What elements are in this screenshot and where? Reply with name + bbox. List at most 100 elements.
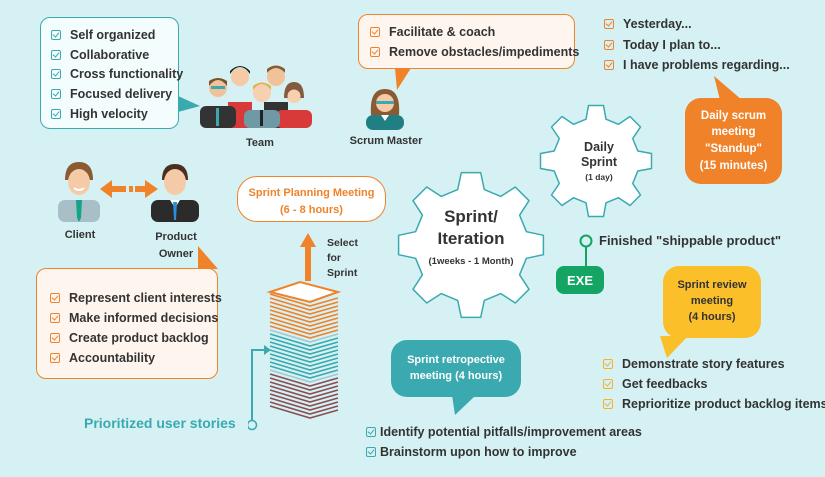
checkbox-icon <box>51 89 61 100</box>
backlog-layer <box>269 337 339 351</box>
sprint-iteration-text: Sprint/ Iteration (1weeks - 1 Month) <box>428 207 514 267</box>
backlog-layer <box>269 305 339 319</box>
sprint-retrospective-pointer <box>452 395 476 415</box>
backlog-layer <box>269 333 339 347</box>
scrum-master-item: Remove obstacles/impediments <box>370 42 579 62</box>
backlog-layer <box>269 405 339 419</box>
product-owner-pointer <box>198 246 218 269</box>
backlog-layer <box>269 357 339 371</box>
backlog-layer <box>269 377 339 391</box>
checkbox-icon <box>51 109 61 120</box>
finished-pin-icon <box>579 234 593 267</box>
backlog-layer <box>269 365 339 379</box>
backlog-layer <box>269 329 339 343</box>
backlog-layer <box>269 353 339 367</box>
backlog-layer <box>269 317 339 331</box>
daily-sprint-gear <box>539 104 653 218</box>
product-owner-item: Represent client interests <box>50 288 222 308</box>
standup-questions-list: Yesterday... Today I plan to... I have p… <box>604 14 790 76</box>
prioritized-user-stories-label: Prioritized user stories <box>84 415 236 431</box>
backlog-layer <box>269 301 339 315</box>
checkbox-icon <box>51 69 61 80</box>
product-owner-item: Make informed decisions <box>50 308 218 328</box>
checkbox-icon <box>366 447 376 457</box>
backlog-connector <box>248 345 271 431</box>
product-owner-person-icon <box>151 164 199 222</box>
client-person-icon <box>58 162 100 222</box>
gear-shape <box>397 171 545 319</box>
checkbox-icon <box>51 49 61 60</box>
backlog-layer <box>269 349 339 363</box>
checkbox-icon <box>366 427 376 437</box>
backlog-layer <box>269 361 339 375</box>
checkbox-icon <box>603 359 613 369</box>
sprint-planning-box: Sprint Planning Meeting (6 - 8 hours) <box>237 176 386 222</box>
backlog-layer <box>269 385 339 399</box>
product-owner-box: Represent client interests Make informed… <box>36 268 222 379</box>
sprint-review-pointer <box>660 336 688 358</box>
backlog-layer <box>269 341 339 355</box>
backlog-stack-icon <box>266 280 342 419</box>
scrum-master-box: Facilitate & coach Remove obstacles/impe… <box>358 14 579 69</box>
review-item: Reprioritize product backlog items <box>603 394 825 414</box>
sprint-retrospective-list: Identify potential pitfalls/improvement … <box>366 422 642 462</box>
team-item: Self organized <box>51 25 178 45</box>
standup-item: Today I plan to... <box>604 35 790 56</box>
retro-item: Brainstorm upon how to improve <box>366 442 642 462</box>
sprint-iteration-gear <box>397 171 545 319</box>
checkbox-icon <box>604 60 614 71</box>
sprint-retrospective-bubble: Sprint retropective meeting (4 hours) <box>391 340 521 397</box>
backlog-top-card <box>266 280 342 304</box>
backlog-layer <box>269 393 339 407</box>
backlog-layer <box>269 389 339 403</box>
gear-shape <box>539 104 653 218</box>
backlog-layer <box>269 369 339 383</box>
product-owner-item: Accountability <box>50 348 217 368</box>
backlog-layer <box>269 397 339 411</box>
backlog-layer <box>269 321 339 335</box>
team-label: Team <box>246 137 274 149</box>
exe-badge: EXE <box>556 266 604 294</box>
retro-item: Identify potential pitfalls/improvement … <box>366 422 642 442</box>
checkbox-icon <box>603 399 613 409</box>
client-label: Client <box>64 229 96 241</box>
team-item: High velocity <box>51 104 178 124</box>
review-item: Demonstrate story features <box>603 354 825 374</box>
scrum-master-item: Facilitate & coach <box>370 22 574 42</box>
backlog-layer <box>269 381 339 395</box>
checkbox-icon <box>604 39 614 50</box>
scrum-master-label: Scrum Master <box>349 135 423 147</box>
team-item: Focused delivery <box>51 84 178 104</box>
checkbox-icon <box>603 379 613 389</box>
checkbox-icon <box>51 29 61 40</box>
backlog-layer <box>269 325 339 339</box>
backlog-layer <box>269 297 339 311</box>
backlog-layer <box>269 345 339 359</box>
backlog-layer <box>269 313 339 327</box>
team-responsibilities-box: Self organized Collaborative Cross funct… <box>40 17 183 129</box>
team-box-pointer <box>178 96 200 112</box>
checkbox-icon <box>50 313 60 323</box>
finished-product-label: Finished "shippable product" <box>599 233 782 248</box>
up-arrow-icon <box>300 233 316 281</box>
checkbox-icon <box>370 47 380 57</box>
checkbox-icon <box>50 333 60 343</box>
standup-item: I have problems regarding... <box>604 55 790 76</box>
team-people-icon <box>200 65 312 128</box>
standup-bubble-pointer <box>714 76 742 100</box>
checkbox-icon <box>604 19 614 30</box>
backlog-layer <box>269 293 339 307</box>
backlog-layer <box>269 373 339 387</box>
sprint-review-bubble: Sprint review meeting (4 hours) <box>663 266 761 338</box>
scrum-master-pointer <box>395 68 411 90</box>
product-owner-item: Create product backlog <box>50 328 217 348</box>
review-item: Get feedbacks <box>603 374 825 394</box>
checkbox-icon <box>370 27 380 37</box>
sprint-review-list: Demonstrate story features Get feedbacks… <box>603 354 825 414</box>
team-item: Collaborative <box>51 45 178 65</box>
daily-sprint-text: Daily Sprint (1 day) <box>580 140 618 182</box>
checkbox-icon <box>50 293 60 303</box>
backlog-layer <box>269 309 339 323</box>
product-owner-label: Product Owner <box>155 231 197 260</box>
checkbox-icon <box>50 353 60 363</box>
